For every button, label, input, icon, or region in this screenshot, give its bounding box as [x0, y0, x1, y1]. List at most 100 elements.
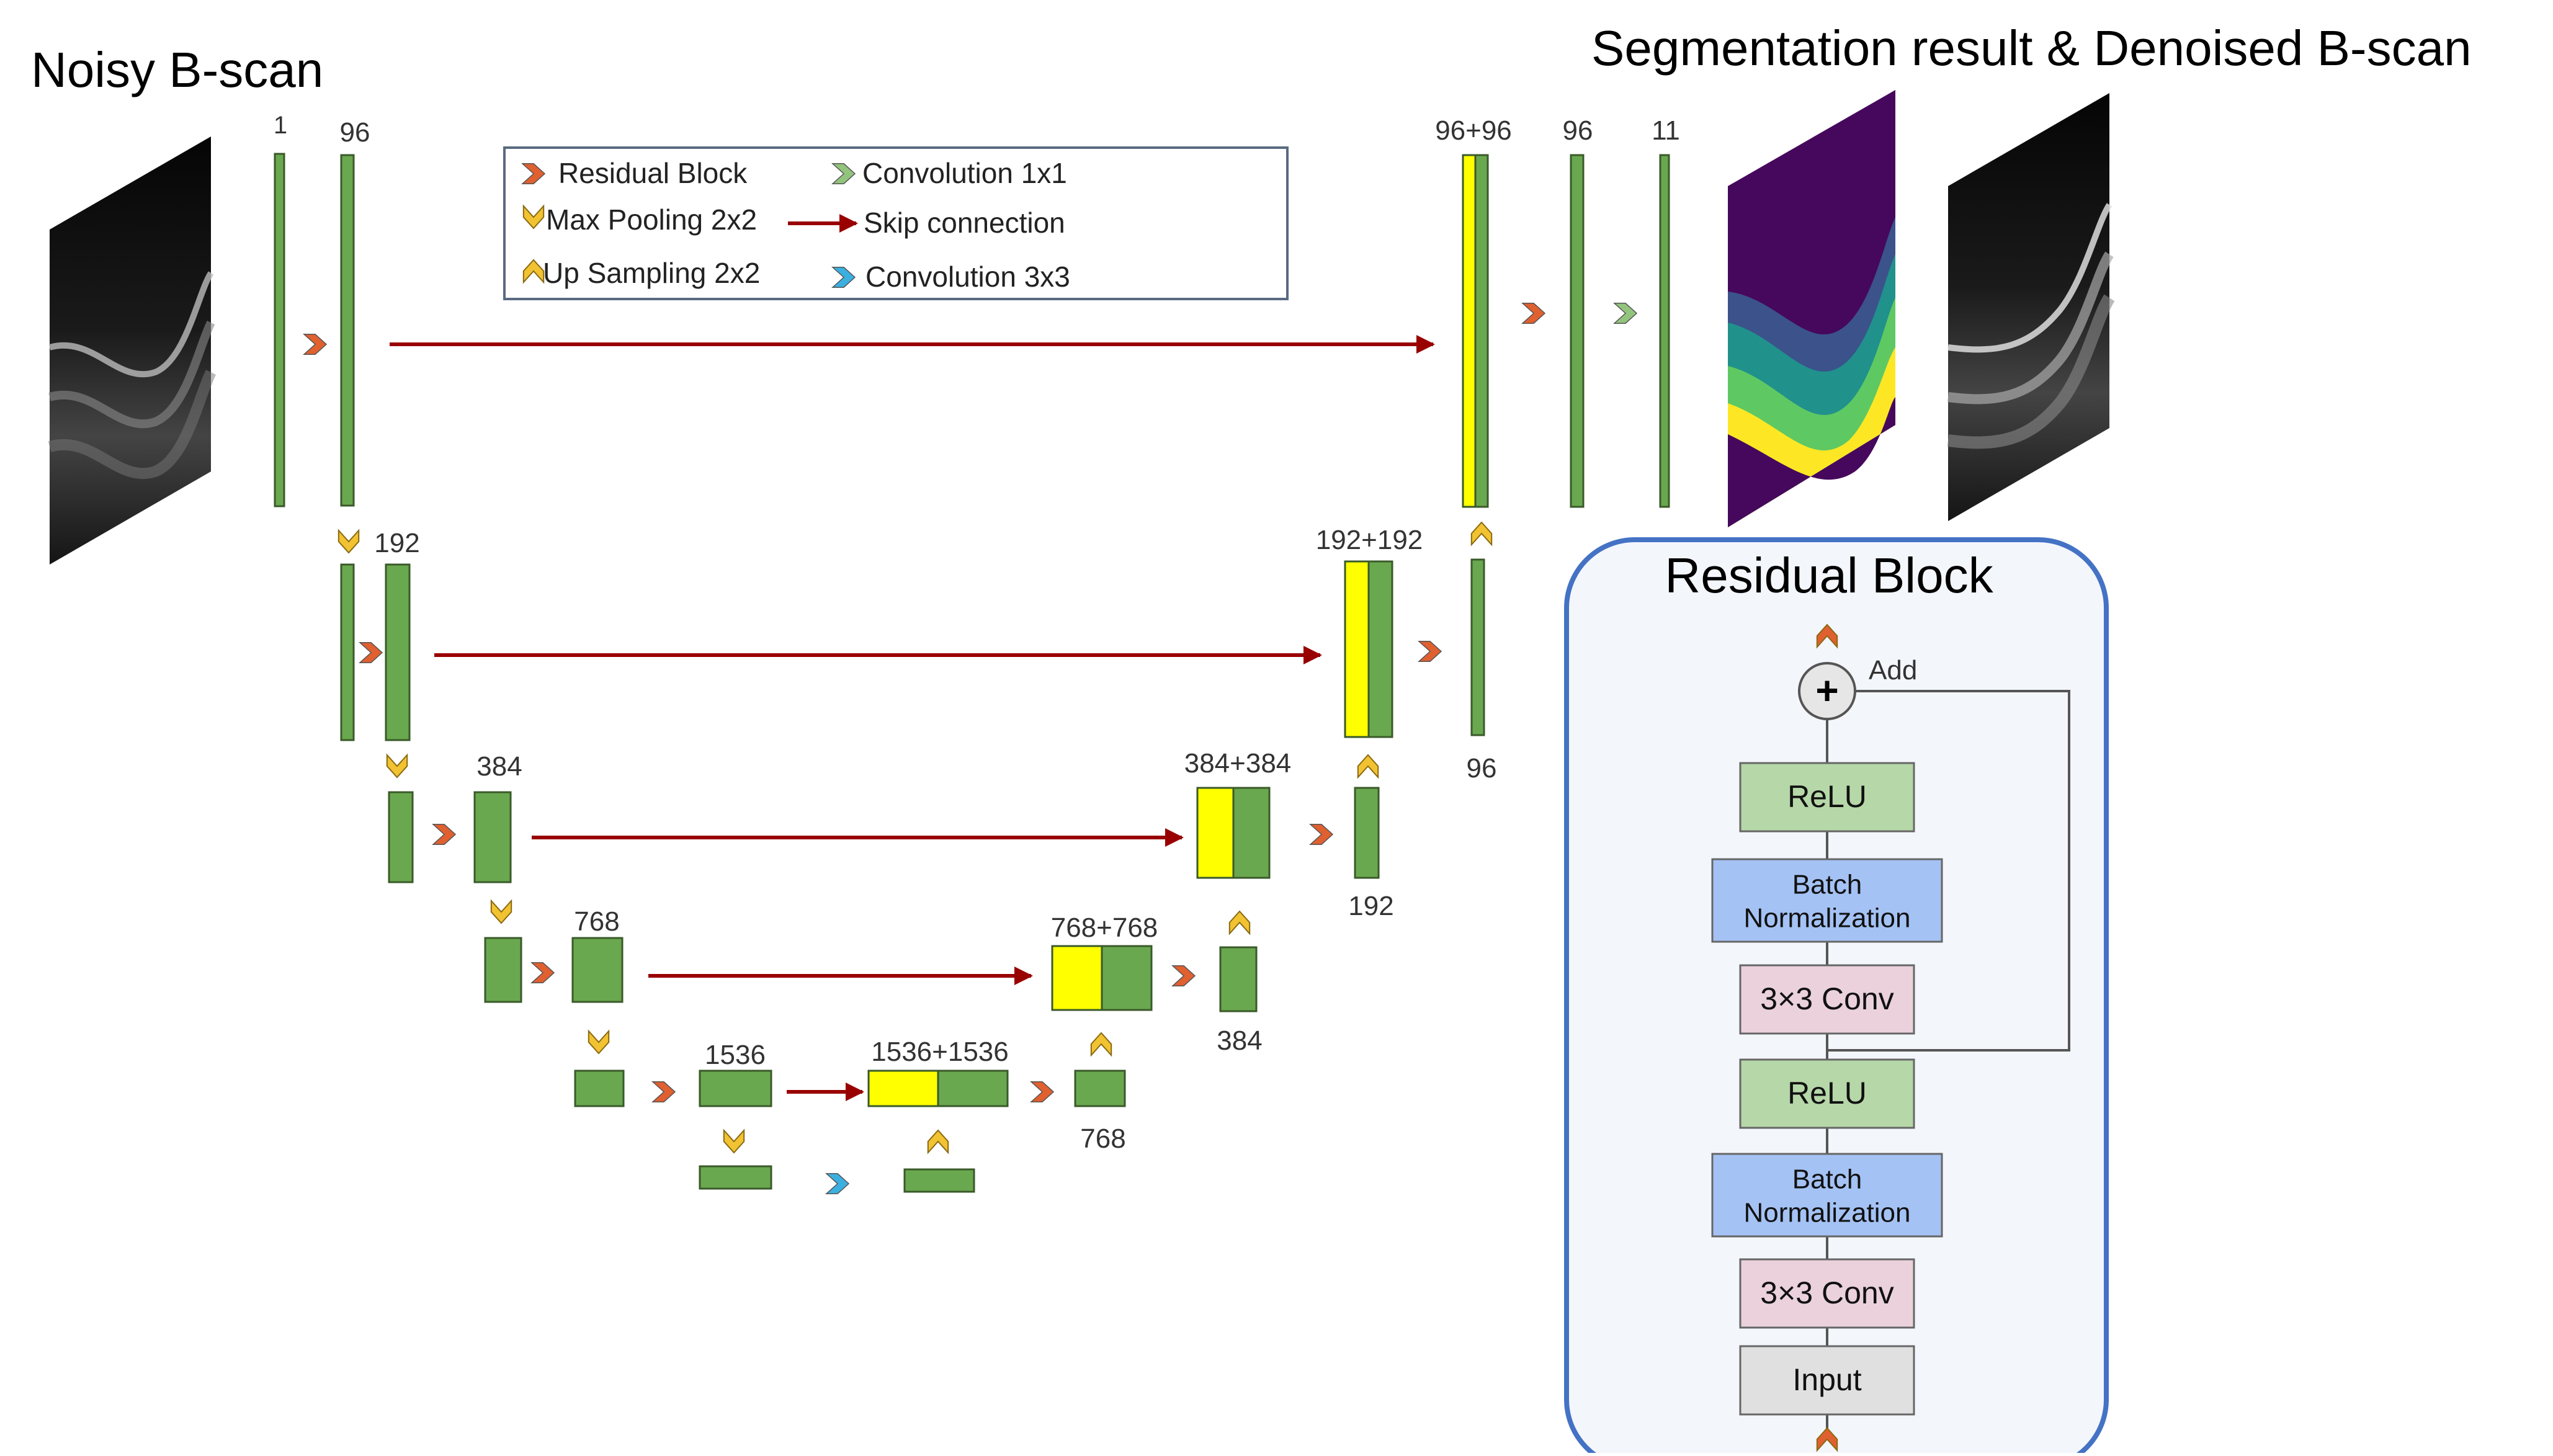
- label-l1: 192: [374, 528, 419, 558]
- fm-l1: [385, 563, 411, 741]
- fm-l4: [699, 1070, 772, 1107]
- residual-block-icon: [1030, 1081, 1055, 1102]
- legend-up-sampling: Up Sampling 2x2: [543, 257, 760, 289]
- max-pooling-icon: [338, 529, 360, 554]
- conv3x3-icon: [825, 1173, 850, 1194]
- relu-block-box: [1739, 1058, 1915, 1129]
- conv3x3-icon: [831, 267, 856, 288]
- fm-l2-pooled: [388, 791, 414, 883]
- relu-block-box: [1739, 762, 1915, 833]
- conv1x1-icon: [831, 163, 856, 184]
- residual-block-icon: [359, 642, 383, 663]
- label-d0-mid: 96: [1563, 115, 1593, 146]
- feature-maps: [274, 153, 1670, 1193]
- fm-l1-pooled: [340, 563, 355, 741]
- label-d2-concat: 384+384: [1184, 748, 1292, 779]
- output-title: Segmentation result & Denoised B-scan: [1591, 20, 2472, 76]
- fm-bottleneck-pooled: [699, 1165, 772, 1190]
- fm-d3-upsampled: [1051, 945, 1103, 1011]
- residual-block-icon: [1309, 824, 1334, 845]
- legend-conv1x1: Convolution 1x1: [862, 157, 1067, 189]
- fm-d1-upsampled: [1344, 560, 1370, 738]
- label-d1-concat: 192+192: [1316, 525, 1423, 555]
- input-title: Noisy B-scan: [31, 42, 323, 97]
- fm-d0-out: [1659, 154, 1670, 508]
- conv3x3-block-label: 3×3 Conv: [1760, 981, 1894, 1016]
- batch-norm-block-label: Batch: [1792, 1164, 1862, 1195]
- batch-norm-block-label: Batch: [1792, 870, 1862, 900]
- legend-skip-connection: Skip connection: [864, 207, 1065, 239]
- fm-l0-input: [274, 153, 285, 507]
- max-pooling-icon: [522, 204, 545, 230]
- residual-block-icon: [1171, 965, 1196, 986]
- fm-l4-pooled: [574, 1070, 625, 1107]
- add-label: Add: [1869, 655, 1917, 686]
- legend-residual-block: Residual Block: [558, 157, 748, 189]
- label-d0-concat: 96+96: [1435, 115, 1512, 146]
- residual-input-icon: [1816, 1427, 1838, 1452]
- batch-norm-block-label: Normalization: [1744, 903, 1911, 934]
- legend: Residual Block Max Pooling 2x2 Up Sampli…: [503, 146, 1289, 300]
- channel-labels: 1 96 192 384 768 1536 1536+1536 768 768+…: [274, 112, 1680, 1154]
- fm-d2: [1354, 787, 1380, 879]
- fm-d0-skip: [1474, 154, 1489, 508]
- label-l4: 1536: [705, 1040, 766, 1070]
- label-l2: 384: [476, 751, 522, 782]
- fm-d2-upsampled: [1196, 787, 1235, 879]
- label-d3-out: 384: [1217, 1025, 1262, 1056]
- conv3x3-block-box: [1739, 964, 1915, 1035]
- fm-d4-skip: [937, 1070, 1009, 1107]
- skip-connections: [390, 335, 1435, 1101]
- residual-block-panel: Residual Block ReLUBatchNormalization3×3…: [1564, 537, 2109, 1456]
- up-sampling-icon: [522, 259, 545, 284]
- label-d2-out: 192: [1348, 891, 1393, 921]
- relu-block-label: ReLU: [1787, 1076, 1867, 1110]
- fm-l3: [571, 937, 624, 1003]
- denoised-bscan-image: [1947, 93, 2115, 521]
- fm-d3: [1219, 946, 1258, 1012]
- input-block-label: Input: [1792, 1362, 1861, 1397]
- relu-block-label: ReLU: [1787, 779, 1867, 814]
- relu-block: ReLU: [1739, 1058, 1915, 1129]
- batch-norm-block-box: [1711, 858, 1943, 943]
- label-d1-out: 96: [1467, 753, 1497, 784]
- up-sampling-icon: [1357, 754, 1379, 779]
- label-l0-in: 1: [274, 112, 287, 139]
- conv3x3-block-box: [1739, 1258, 1915, 1329]
- residual-block-icon: [1418, 641, 1442, 662]
- conv3x3-block: 3×3 Conv: [1739, 964, 1915, 1035]
- residual-block-icon: [432, 824, 457, 845]
- fm-l2: [473, 791, 512, 883]
- label-d4-concat: 1536+1536: [871, 1037, 1008, 1067]
- residual-block-icon: [651, 1081, 676, 1102]
- fm-d1-skip: [1367, 560, 1393, 738]
- batch-norm-block-box: [1711, 1153, 1943, 1238]
- label-d0-out: 11: [1652, 115, 1680, 146]
- residual-block-icon: [1521, 303, 1546, 324]
- label-d4-out: 768: [1080, 1123, 1125, 1154]
- fm-bottleneck: [903, 1168, 975, 1193]
- residual-block-icon: [303, 334, 328, 355]
- residual-output-icon: [1816, 623, 1838, 649]
- conv1x1-icon: [1613, 303, 1638, 324]
- fm-d1: [1470, 558, 1485, 736]
- residual-block-icon: [521, 163, 546, 184]
- conv3x3-block-label: 3×3 Conv: [1760, 1275, 1894, 1310]
- up-sampling-icon: [1470, 521, 1493, 547]
- label-l0: 96: [340, 117, 370, 148]
- residual-block-icon: [530, 962, 555, 983]
- batch-norm-block-label: Normalization: [1744, 1198, 1911, 1228]
- max-pooling-icon: [588, 1029, 610, 1055]
- fm-d4: [1074, 1070, 1126, 1107]
- residual-shortcut-line: [1827, 690, 2070, 1052]
- fm-l3-pooled: [484, 937, 522, 1003]
- label-d3-concat: 768+768: [1051, 913, 1158, 943]
- max-pooling-icon: [723, 1128, 745, 1154]
- fm-d0-upsampled: [1462, 154, 1477, 508]
- up-sampling-icon: [1090, 1032, 1112, 1057]
- relu-block: ReLU: [1739, 762, 1915, 833]
